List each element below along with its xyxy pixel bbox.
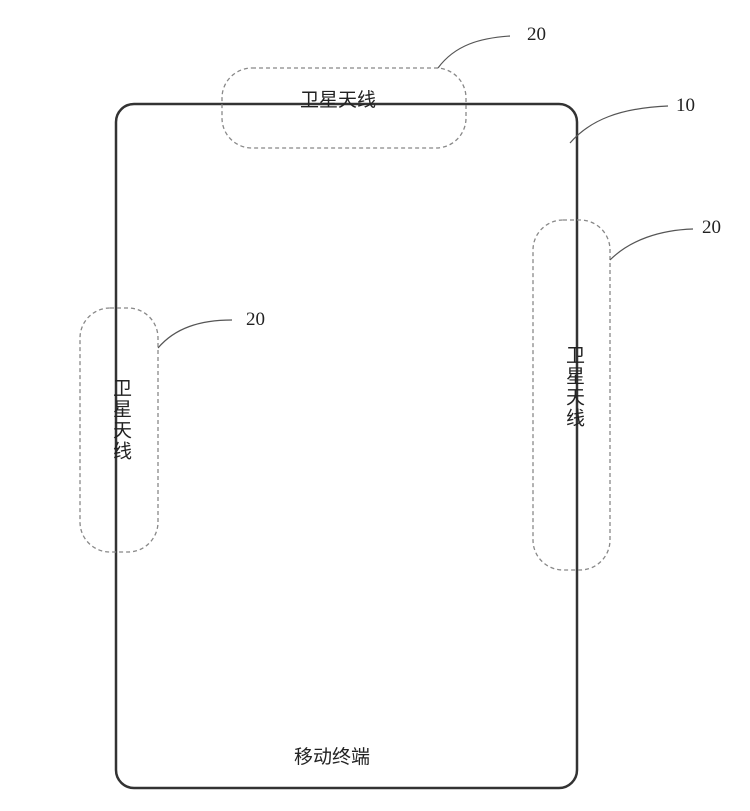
- leader-line-right-antenna: [609, 228, 694, 261]
- ref-left-antenna: 20: [246, 309, 265, 330]
- terminal-label: 移动终端: [294, 746, 371, 768]
- mobile-terminal-outline: [114, 102, 579, 790]
- top-antenna-region: [221, 67, 467, 149]
- right-antenna-label: 卫星天线: [563, 345, 585, 429]
- left-antenna-region: [79, 307, 159, 553]
- ref-right-antenna: 20: [702, 217, 721, 238]
- ref-terminal: 10: [676, 95, 695, 116]
- ref-top-antenna: 20: [527, 24, 546, 45]
- right-antenna-region: [532, 219, 611, 571]
- leader-line-left-antenna: [157, 319, 233, 349]
- leader-line-top-antenna: [437, 35, 511, 69]
- left-antenna-label: 卫星天线: [110, 378, 132, 462]
- leader-line-terminal: [569, 105, 669, 144]
- top-antenna-label: 卫星天线: [300, 89, 377, 111]
